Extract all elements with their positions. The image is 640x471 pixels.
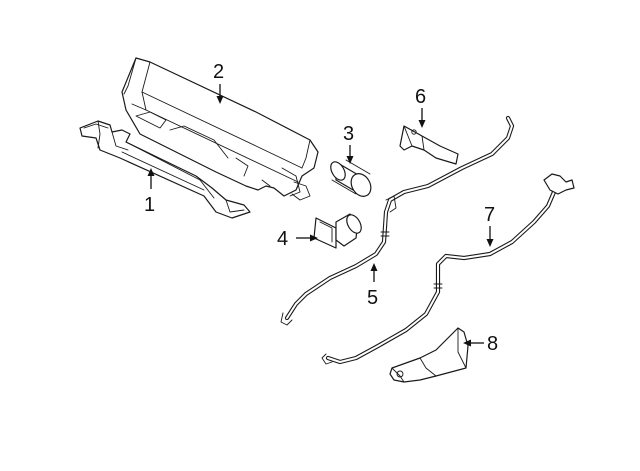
part-1-lower-bracket <box>79 120 251 219</box>
part-4-insulator-bracket <box>313 213 362 249</box>
arrow-1 <box>147 168 155 176</box>
callout-3: 3 <box>343 123 354 145</box>
arrow-2 <box>216 96 224 104</box>
part-5-cooler-tube <box>280 115 515 326</box>
arrow-8 <box>463 339 471 347</box>
leader-lines <box>147 84 494 347</box>
part-3-insulator <box>330 159 372 197</box>
arrow-3 <box>346 156 354 164</box>
arrow-6 <box>418 120 426 128</box>
callout-4: 4 <box>277 228 288 250</box>
arrow-7 <box>486 239 494 247</box>
part-2-cooler-shroud <box>121 57 319 201</box>
arrow-4 <box>310 234 318 242</box>
part-8-bracket <box>389 327 469 383</box>
callout-6: 6 <box>415 86 426 108</box>
arrow-5 <box>370 263 378 271</box>
part-6-bracket <box>399 125 459 165</box>
callout-1: 1 <box>144 194 155 216</box>
callout-8: 8 <box>487 333 498 355</box>
callout-7: 7 <box>484 204 495 226</box>
part-7-cooler-tube <box>321 173 575 365</box>
callout-numbers: 1 2 3 4 5 6 7 8 <box>144 61 498 355</box>
callout-2: 2 <box>213 61 224 83</box>
callout-5: 5 <box>367 287 378 309</box>
